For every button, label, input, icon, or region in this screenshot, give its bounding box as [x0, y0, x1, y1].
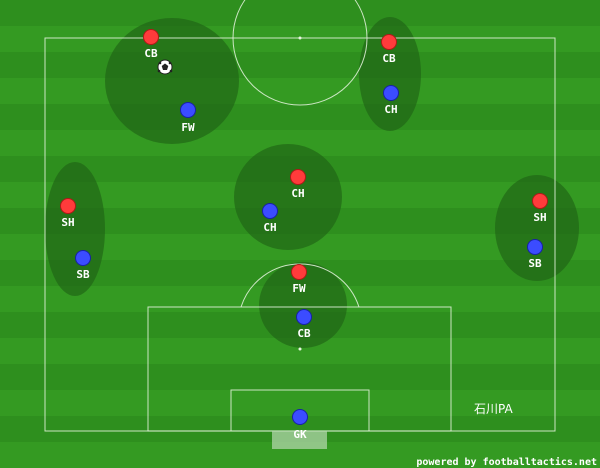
player-blue-cb[interactable]: CB: [296, 309, 312, 341]
center-circle: [232, 37, 368, 106]
player-blue-ch-right[interactable]: CH: [383, 85, 399, 117]
pressure-zones: [45, 17, 579, 348]
players: CB CB FW CH SH SB: [60, 29, 548, 442]
player-label: CH: [291, 187, 304, 200]
player-blue-ch-center[interactable]: CH: [262, 203, 278, 235]
player-marker[interactable]: [292, 409, 308, 425]
player-label: CH: [263, 221, 276, 234]
player-label: FW: [292, 282, 306, 295]
center-spot: [298, 36, 302, 40]
player-blue-fw[interactable]: FW: [180, 102, 196, 135]
player-label: CB: [297, 327, 311, 340]
player-label: CB: [382, 52, 396, 65]
area-label: 石川PA: [474, 402, 513, 416]
player-marker[interactable]: [527, 239, 543, 255]
zone-right: [495, 175, 579, 281]
player-marker[interactable]: [296, 309, 312, 325]
player-marker[interactable]: [75, 250, 91, 266]
player-blue-sb-left[interactable]: SB: [75, 250, 91, 282]
player-marker[interactable]: [532, 193, 548, 209]
player-marker[interactable]: [262, 203, 278, 219]
player-marker[interactable]: [290, 169, 306, 185]
player-label: GK: [293, 428, 307, 441]
player-red-cb-left[interactable]: CB: [143, 29, 159, 61]
zone-left: [45, 162, 105, 296]
zone-bottom-center: [259, 262, 347, 348]
player-red-fw[interactable]: FW: [291, 264, 307, 296]
player-label: SB: [528, 257, 542, 270]
zone-top-left: [105, 18, 239, 144]
player-label: CH: [384, 103, 397, 116]
penalty-arc: [240, 263, 360, 308]
pitch-markings: [44, 0, 556, 449]
credit-text: powered by footballtactics.net: [416, 456, 597, 468]
zone-top-right: [359, 17, 421, 131]
player-red-sh-right[interactable]: SH: [532, 193, 548, 225]
zone-center: [234, 144, 342, 250]
player-label: SB: [76, 268, 90, 281]
player-blue-gk[interactable]: GK: [292, 409, 308, 442]
player-label: SH: [533, 211, 546, 224]
player-red-sh-left[interactable]: SH: [60, 198, 76, 230]
player-marker[interactable]: [60, 198, 76, 214]
player-marker[interactable]: [383, 85, 399, 101]
player-label: CB: [144, 47, 158, 60]
player-marker[interactable]: [143, 29, 159, 45]
player-blue-sb-right[interactable]: SB: [527, 239, 543, 271]
center-circle-top: [232, 0, 368, 39]
soccer-ball-icon[interactable]: [157, 59, 173, 75]
penalty-spot: [298, 347, 302, 351]
player-red-ch[interactable]: CH: [290, 169, 306, 201]
player-red-cb-right[interactable]: CB: [381, 34, 397, 66]
player-label: FW: [181, 121, 195, 134]
player-label: SH: [61, 216, 74, 229]
player-marker[interactable]: [381, 34, 397, 50]
goal: [272, 431, 327, 449]
player-marker[interactable]: [291, 264, 307, 280]
player-marker[interactable]: [180, 102, 196, 118]
